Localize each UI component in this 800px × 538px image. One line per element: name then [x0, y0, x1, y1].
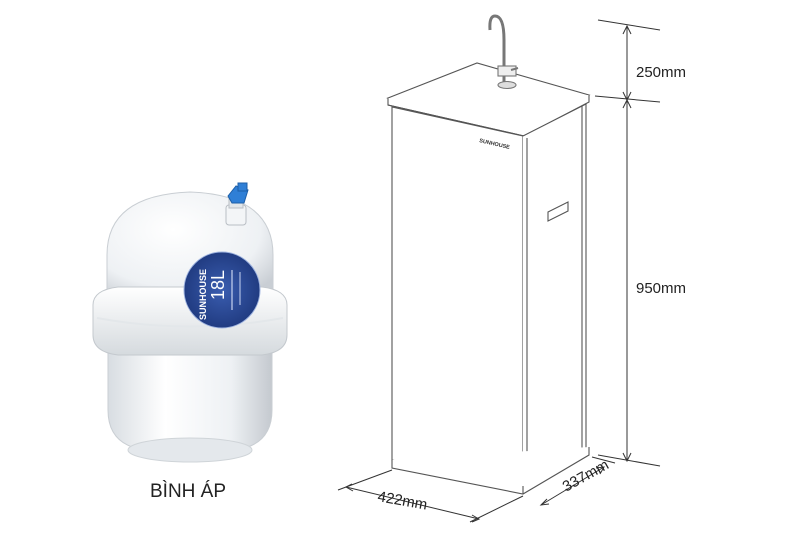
dim-width: 422mm — [376, 488, 428, 513]
dim-body-height: 950mm — [636, 280, 686, 297]
dimension-lines — [337, 19, 661, 523]
tank-caption: BÌNH ÁP — [150, 481, 226, 502]
tank-label-volume: 18L — [208, 270, 228, 300]
dim-faucet-height: 250mm — [636, 64, 686, 81]
cabinet-drawing — [386, 14, 591, 495]
pressure-tank: SUNHOUSE 18L — [92, 182, 288, 463]
tank-label-brand: SUNHOUSE — [198, 269, 208, 320]
tank-label: SUNHOUSE 18L — [183, 251, 261, 329]
tank-valve-icon — [225, 182, 249, 226]
